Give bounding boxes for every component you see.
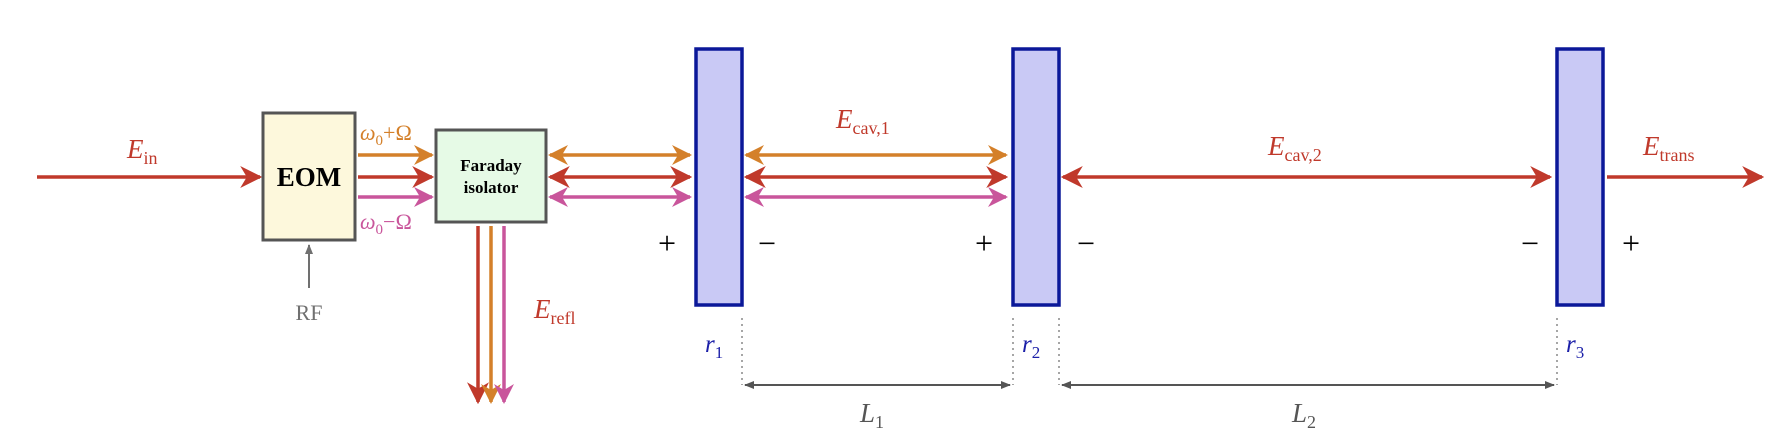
lower-freq-label: ω0−Ω — [360, 209, 412, 238]
e-trans-label: Etrans — [1642, 131, 1695, 165]
m2-left-sign: + — [975, 225, 993, 261]
r2-label: r2 — [1022, 331, 1040, 362]
isolator-label-line2: isolator — [464, 178, 519, 197]
r1-label: r1 — [705, 331, 723, 362]
eom-box — [261, 111, 357, 242]
m3-left-sign: − — [1521, 225, 1539, 261]
l1-label: L1 — [859, 398, 884, 432]
mirror-2 — [1011, 47, 1061, 307]
mirror-3 — [1555, 47, 1605, 307]
e-in-label: Ein — [126, 134, 158, 168]
e-refl-label: Erefl — [533, 294, 575, 328]
e-cav2-label: Ecav,2 — [1267, 131, 1322, 165]
m3-right-sign: + — [1622, 225, 1640, 261]
rf-label: RF — [296, 300, 323, 325]
r3-label: r3 — [1566, 331, 1584, 362]
m2-right-sign: − — [1077, 225, 1095, 261]
eom-label: EOM — [277, 162, 342, 192]
m1-right-sign: − — [758, 225, 776, 261]
l2-label: L2 — [1291, 398, 1316, 432]
isolator-label-line1: Faraday — [460, 156, 522, 175]
mirror-1 — [694, 47, 744, 307]
faraday-isolator-box — [434, 128, 548, 224]
m1-left-sign: + — [658, 225, 676, 261]
e-cav1-label: Ecav,1 — [835, 104, 890, 138]
upper-freq-label: ω0+Ω — [360, 120, 412, 149]
